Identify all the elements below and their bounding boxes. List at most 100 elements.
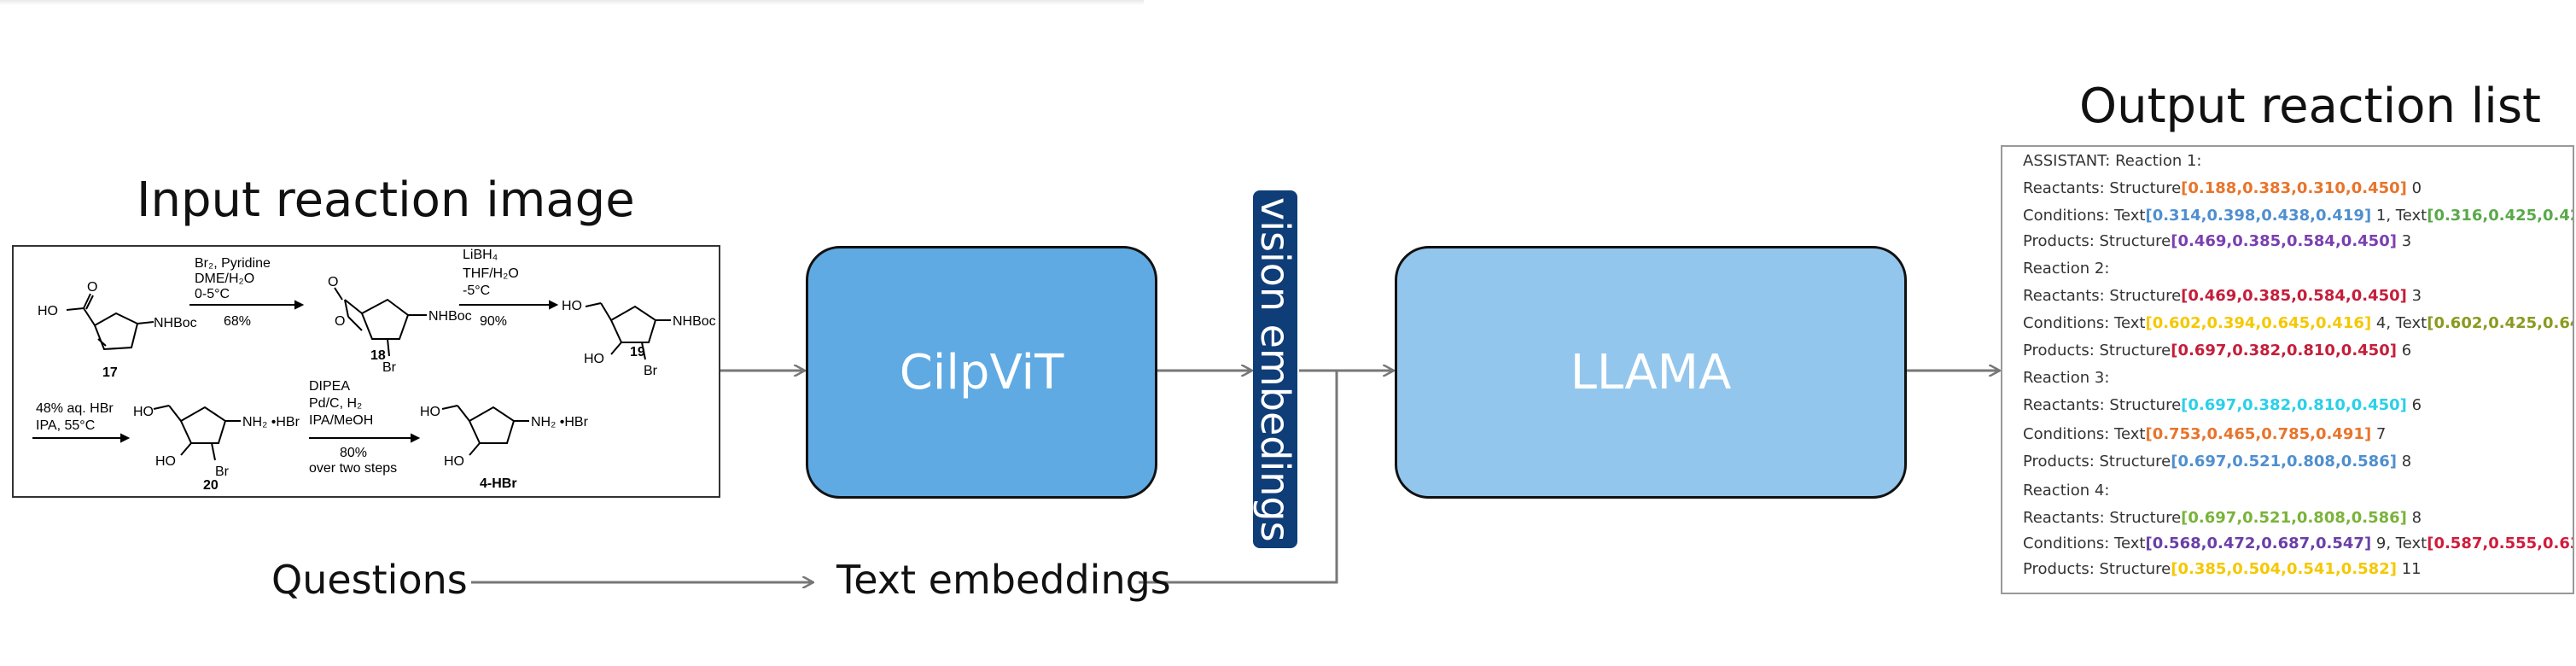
c17-acid-label: HO (38, 304, 58, 318)
top-bar-shadow (0, 0, 1144, 5)
reaction-scheme: HO O NHBoc 17 Br₂, Pyridine DME/H₂O 0-5°… (32, 248, 716, 493)
bbox-value: [0.469,0.385,0.584,0.450] (2181, 287, 2407, 305)
output-line: Products: Structure[0.697,0.382,0.810,0.… (2023, 342, 2411, 359)
bbox-value: [0.697,0.382,0.810,0.450] (2171, 342, 2397, 359)
bbox-value: [0.316,0.425,0.422,0.464] (2427, 207, 2573, 225)
c20-br-label: Br (215, 464, 230, 479)
output-text: 9, Text (2371, 535, 2427, 552)
c18-o2-label: O (335, 314, 345, 329)
c4-oh1-label: HO (420, 405, 440, 419)
c18-id: 18 (370, 348, 386, 363)
bbox-value: [0.602,0.425,0.649,0.445] (2427, 314, 2573, 332)
output-line: Products: Structure[0.697,0.521,0.808,0.… (2023, 453, 2411, 470)
c19-id: 19 (630, 345, 645, 359)
bbox-value: [0.188,0.383,0.310,0.450] (2181, 179, 2407, 197)
output-text: Reactants: Structure (2023, 509, 2182, 527)
c19-oh1-label: HO (562, 299, 582, 313)
output-text: 4, Text (2371, 314, 2427, 332)
output-text: 7 (2371, 425, 2387, 443)
output-line: Reactants: Structure[0.188,0.383,0.310,0… (2023, 179, 2422, 197)
clipvit-encoder-block: CilpViT (806, 246, 1157, 499)
output-text: Reactants: Structure (2023, 396, 2182, 414)
c17-id: 17 (102, 365, 118, 380)
output-line: Reaction 3: (2023, 369, 2109, 387)
output-line: ASSISTANT: Reaction 1: (2023, 152, 2202, 170)
bbox-value: [0.753,0.465,0.785,0.491] (2145, 425, 2372, 443)
c20-id: 20 (203, 478, 219, 493)
c19-oh2-label: HO (584, 352, 604, 366)
output-line: Conditions: Text[0.753,0.465,0.785,0.491… (2023, 425, 2386, 443)
r4-reagent-3: IPA/MeOH (309, 413, 373, 428)
c17-carbonyl-label: O (87, 280, 97, 295)
output-text: Conditions: Text (2023, 425, 2146, 443)
c4-amine-label: NH₂ •HBr (531, 415, 589, 429)
bbox-value: [0.587,0.555,0.632,0.575] (2427, 535, 2573, 552)
bbox-value: [0.697,0.521,0.808,0.586] (2181, 509, 2407, 527)
output-text: Reaction 3: (2023, 369, 2110, 387)
output-reaction-list: ASSISTANT: Reaction 1: Reactants: Structu… (2001, 145, 2574, 594)
output-text: 8 (2406, 509, 2422, 527)
output-line: Conditions: Text[0.602,0.394,0.645,0.416… (2023, 314, 2573, 332)
c18-br-label: Br (382, 360, 397, 375)
output-line: Products: Structure[0.469,0.385,0.584,0.… (2023, 232, 2411, 250)
output-text: 3 (2406, 287, 2422, 305)
bbox-value: [0.314,0.398,0.438,0.419] (2145, 207, 2372, 225)
bbox-value: [0.602,0.394,0.645,0.416] (2145, 314, 2372, 332)
r2-reagent-1: LiBH₄ (463, 248, 498, 262)
output-text: Conditions: Text (2023, 535, 2146, 552)
r2-yield: 90% (480, 314, 507, 329)
compound-18 (334, 287, 427, 357)
output-text: Conditions: Text (2023, 314, 2146, 332)
output-line: Reactants: Structure[0.469,0.385,0.584,0… (2023, 287, 2422, 305)
vision-embeddings-label: vision embedings (1252, 196, 1298, 542)
output-text: Products: Structure (2023, 560, 2171, 578)
r4-reagent-2: Pd/C, H₂ (309, 396, 362, 411)
r4-note: over two steps (309, 461, 397, 476)
r1-reagent-2: DME/H₂O (195, 272, 254, 286)
output-text: Reaction 2: (2023, 260, 2110, 278)
llama-block: LLAMA (1395, 246, 1907, 499)
r1-reagent-1: Br₂, Pyridine (195, 256, 271, 271)
bbox-value: [0.697,0.521,0.808,0.586] (2171, 453, 2397, 470)
compound-19 (585, 302, 671, 360)
clipvit-label: CilpViT (899, 344, 1064, 400)
r2-reagent-2: THF/H₂O (463, 266, 519, 281)
bbox-value: [0.469,0.385,0.584,0.450] (2171, 232, 2397, 250)
output-text: 0 (2406, 179, 2422, 197)
compound-17 (66, 293, 154, 351)
output-text: 1, Text (2371, 207, 2427, 225)
output-line: Conditions: Text[0.568,0.472,0.687,0.547… (2023, 535, 2573, 552)
c19-br-label: Br (644, 364, 658, 378)
output-text: 6 (2396, 342, 2412, 359)
bbox-value: [0.385,0.504,0.541,0.582] (2171, 560, 2397, 578)
r4-yield: 80% (340, 446, 367, 460)
c20-oh1-label: HO (133, 405, 154, 419)
c18-o1-label: O (328, 275, 338, 289)
compound-20 (153, 405, 241, 461)
output-text: Reactants: Structure (2023, 287, 2182, 305)
output-line: Reactants: Structure[0.697,0.382,0.810,0… (2023, 396, 2422, 414)
output-text: 3 (2396, 232, 2412, 250)
text-embeddings-label: Text embeddings (836, 557, 1171, 603)
output-line: Reactants: Structure[0.697,0.521,0.808,0… (2023, 509, 2422, 527)
output-title: Output reaction list (2079, 79, 2541, 134)
output-line: Products: Structure[0.385,0.504,0.541,0.… (2023, 560, 2422, 578)
c20-oh2-label: HO (155, 454, 176, 469)
output-text: Products: Structure (2023, 453, 2171, 470)
c4-id: 4-HBr (480, 476, 517, 491)
output-text: Reaction 4: (2023, 482, 2110, 500)
output-text: 11 (2396, 560, 2422, 578)
output-text: Products: Structure (2023, 342, 2171, 359)
r1-reagent-3: 0-5°C (195, 287, 230, 301)
output-line: Conditions: Text[0.314,0.398,0.438,0.419… (2023, 207, 2573, 225)
vision-embeddings-bar: vision embedings (1252, 190, 1298, 548)
r4-reagent-1: DIPEA (309, 379, 350, 394)
bbox-value: [0.568,0.472,0.687,0.547] (2145, 535, 2372, 552)
output-text: Reactants: Structure (2023, 179, 2182, 197)
c19-amine-label: NHBoc (673, 314, 716, 329)
bbox-value: [0.697,0.382,0.810,0.450] (2181, 396, 2407, 414)
input-reaction-image: HO O NHBoc 17 Br₂, Pyridine DME/H₂O 0-5°… (12, 245, 720, 498)
output-text: Products: Structure (2023, 232, 2171, 250)
c20-amine-label: NH₂ •HBr (242, 415, 300, 429)
